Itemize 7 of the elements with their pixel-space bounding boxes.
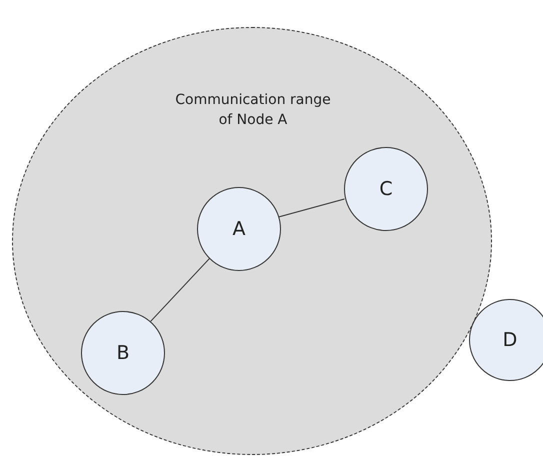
node-circle: D — [469, 299, 543, 381]
connector-line — [150, 258, 210, 322]
node-circle: C — [344, 147, 428, 231]
node-circle: A — [197, 187, 281, 271]
node-circle: B — [81, 311, 165, 395]
range-label: Communication range of Node A — [174, 91, 332, 130]
connector-line — [278, 198, 345, 218]
